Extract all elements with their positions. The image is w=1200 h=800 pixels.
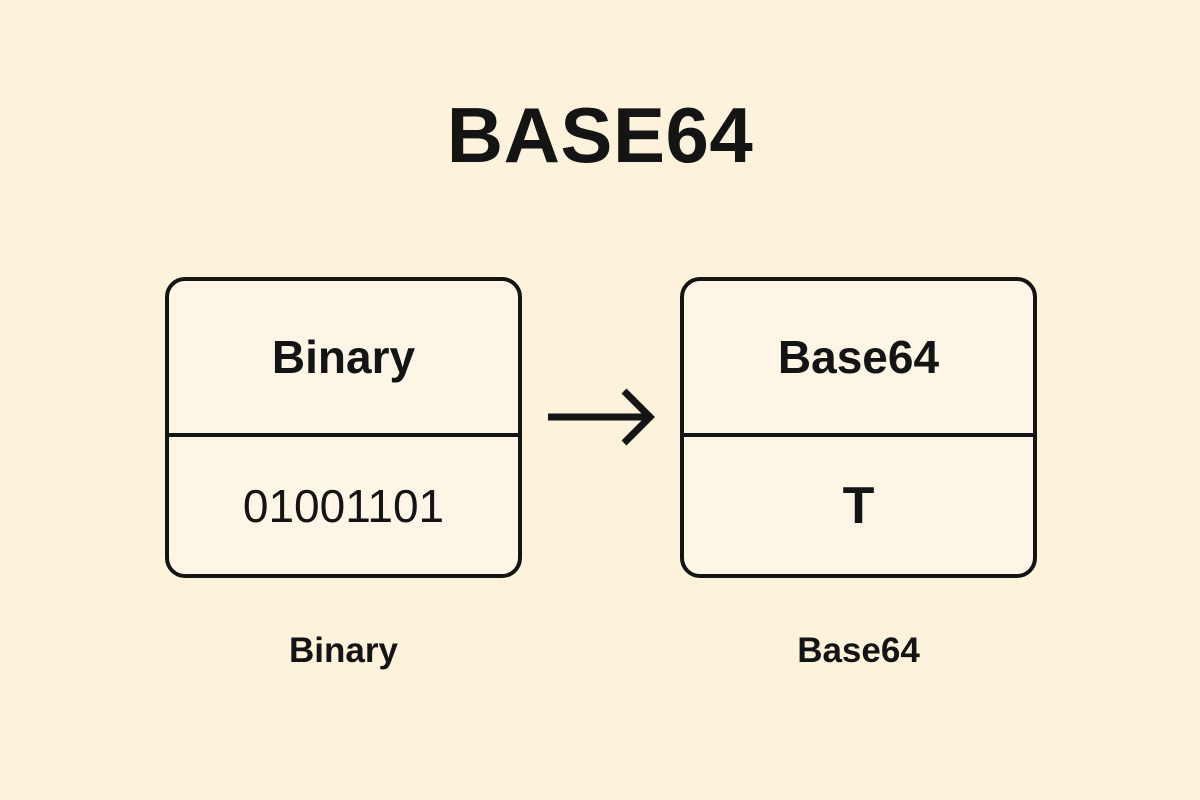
node-binary[interactable]: Binary 01001101 xyxy=(165,277,522,578)
arrow-right-icon xyxy=(540,386,660,448)
caption-base64: Base64 xyxy=(797,631,920,670)
node-binary-header: Binary xyxy=(169,281,518,437)
node-base64-value: T xyxy=(842,476,875,535)
node-binary-value: 01001101 xyxy=(242,479,445,532)
caption-binary: Binary xyxy=(289,631,398,670)
page-title: BASE64 xyxy=(446,91,754,179)
node-base64[interactable]: Base64 T xyxy=(680,277,1037,578)
node-base64-header: Base64 xyxy=(684,281,1033,437)
